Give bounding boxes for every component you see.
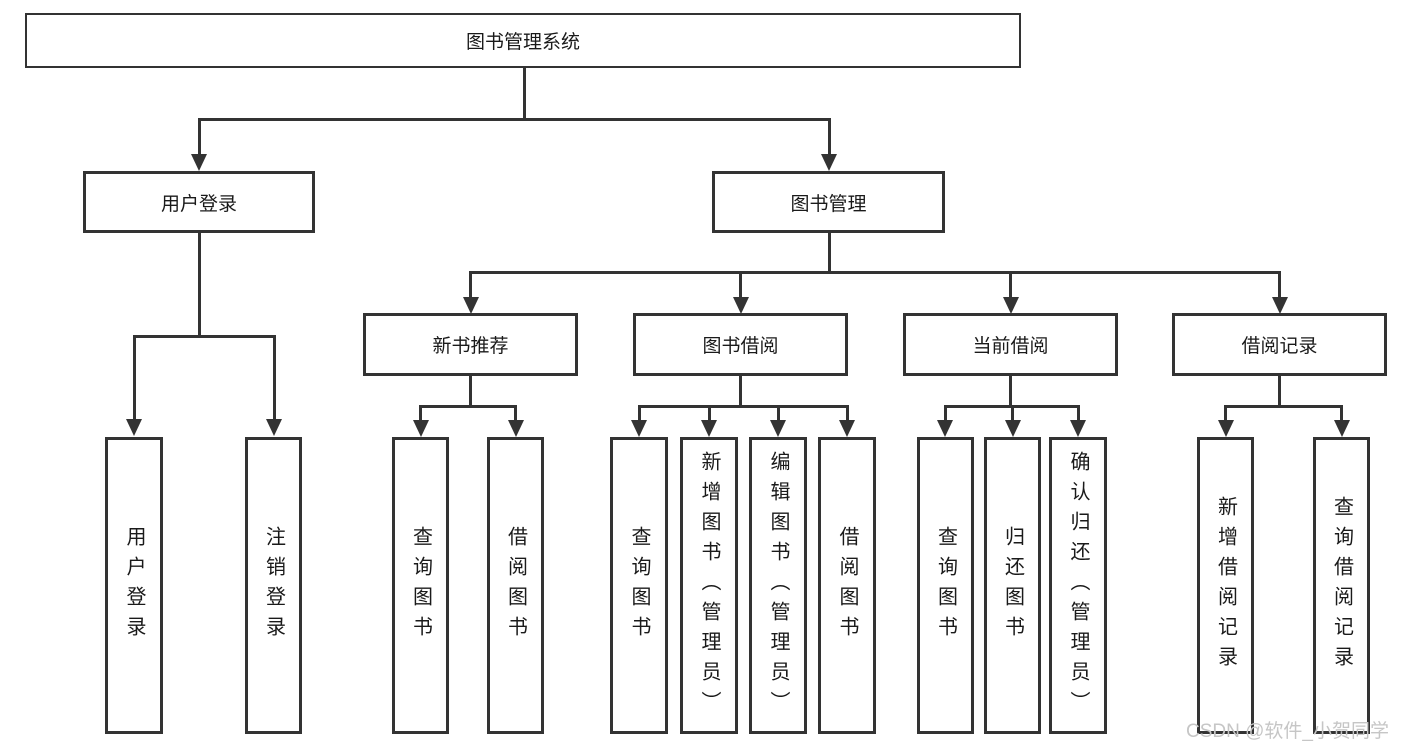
arrowhead-down — [732, 297, 749, 314]
leaf-return-book: 归还图书 — [984, 437, 1041, 734]
node-label: 用户登录 — [160, 193, 237, 215]
leaf-recommend-borrow-book: 借阅图书 — [487, 437, 544, 734]
connector-line — [1009, 272, 1012, 298]
connector-line — [827, 233, 831, 273]
leaf-label: 新增图书（管理员） — [698, 450, 720, 721]
connector-line — [132, 334, 276, 338]
connector-line — [1278, 376, 1281, 407]
leaf-edit-book-admin: 编辑图书（管理员） — [749, 437, 807, 734]
connector-line — [637, 406, 641, 421]
arrowhead-down — [1002, 297, 1019, 314]
arrowhead-down — [507, 420, 524, 437]
connector-line — [739, 376, 742, 407]
connector-line — [943, 406, 947, 421]
arrowhead-down — [821, 154, 837, 171]
connector-line — [1340, 406, 1343, 421]
arrowhead-down — [701, 420, 717, 437]
node-label: 当前借阅 — [972, 336, 1049, 357]
node-label: 新书推荐 — [432, 336, 509, 357]
leaf-label: 用户登录 — [123, 525, 145, 646]
leaf-logout: 注销登录 — [245, 437, 302, 734]
connector-line — [469, 270, 1281, 274]
arrowhead-down — [412, 420, 429, 437]
leaf-add-borrow-record: 新增借阅记录 — [1197, 437, 1254, 734]
leaf-user-login: 用户登录 — [105, 437, 163, 734]
leaf-label: 新增借阅记录 — [1214, 495, 1237, 676]
node-book-management: 图书管理 — [712, 171, 945, 233]
connector-line — [1009, 376, 1012, 407]
connector-line — [1278, 272, 1281, 298]
connector-line — [197, 118, 831, 121]
connector-line — [197, 233, 201, 337]
node-root-label: 图书管理系统 — [465, 32, 580, 53]
arrowhead-down — [1271, 297, 1288, 314]
arrowhead-down — [1070, 420, 1086, 437]
leaf-label: 查询图书 — [628, 525, 650, 646]
leaf-label: 注销登录 — [262, 525, 285, 646]
connector-line — [469, 376, 472, 407]
connector-line — [522, 68, 526, 121]
arrowhead-down — [1004, 420, 1021, 437]
arrowhead-down — [1217, 420, 1234, 437]
arrowhead-down — [631, 420, 647, 437]
node-current-borrow: 当前借阅 — [903, 313, 1118, 376]
arrowhead-down — [191, 154, 207, 171]
leaf-label: 查询借阅记录 — [1330, 495, 1353, 676]
node-root-system: 图书管理系统 — [25, 13, 1021, 68]
leaf-label: 借阅图书 — [836, 525, 858, 646]
leaf-borrow-borrow-book: 借阅图书 — [818, 437, 876, 734]
arrowhead-down — [462, 297, 479, 314]
connector-line — [419, 404, 517, 408]
leaf-label: 编辑图书（管理员） — [767, 450, 789, 721]
node-label: 图书借阅 — [702, 336, 779, 357]
connector-line — [739, 272, 742, 298]
connector-line — [776, 406, 780, 421]
arrowhead-down — [266, 419, 282, 436]
arrowhead-down — [126, 419, 142, 436]
leaf-query-borrow-record: 查询借阅记录 — [1313, 437, 1370, 734]
connector-line — [419, 406, 422, 421]
leaf-label: 归还图书 — [1001, 525, 1024, 646]
leaf-borrow-query-book: 查询图书 — [610, 437, 668, 734]
leaf-label: 确认归还（管理员） — [1067, 450, 1089, 721]
node-borrow-records: 借阅记录 — [1172, 313, 1387, 376]
connector-line — [1224, 406, 1227, 421]
leaf-recommend-query-book: 查询图书 — [392, 437, 449, 734]
node-new-book-recommend: 新书推荐 — [363, 313, 578, 376]
leaf-label: 查询图书 — [409, 525, 432, 646]
node-label: 图书管理 — [790, 193, 867, 215]
connector-line — [707, 406, 711, 421]
arrowhead-down — [937, 420, 953, 437]
connector-line — [637, 404, 849, 408]
arrowhead-down — [770, 420, 786, 437]
arrowhead-down — [1333, 420, 1350, 437]
leaf-label: 借阅图书 — [504, 525, 527, 646]
node-user-login: 用户登录 — [83, 171, 315, 233]
leaf-current-query-book: 查询图书 — [917, 437, 974, 734]
connector-line — [514, 406, 517, 421]
connector-line — [1011, 406, 1014, 421]
connector-line — [197, 119, 201, 155]
watermark: CSDN @软件_小贺同学 — [1186, 721, 1389, 742]
connector-line — [132, 336, 136, 420]
connector-line — [827, 119, 831, 155]
node-label: 借阅记录 — [1241, 336, 1318, 357]
node-book-borrow: 图书借阅 — [633, 313, 848, 376]
leaf-label: 查询图书 — [934, 525, 957, 646]
leaf-confirm-return-admin: 确认归还（管理员） — [1049, 437, 1107, 734]
leaf-add-book-admin: 新增图书（管理员） — [680, 437, 738, 734]
connector-line — [845, 406, 849, 421]
connector-line — [272, 336, 276, 420]
connector-line — [1224, 404, 1343, 408]
connector-line — [469, 272, 472, 298]
arrowhead-down — [839, 420, 855, 437]
connector-line — [1076, 406, 1080, 421]
